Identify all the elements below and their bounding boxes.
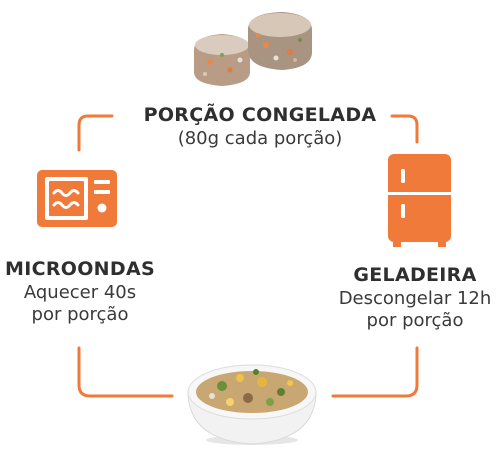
step-microwave: MICROONDAS Aquecer 40s por porção xyxy=(0,258,160,327)
microwave-icon xyxy=(37,170,117,227)
frozen-title: PORÇÃO CONGELADA xyxy=(143,104,377,126)
food-bowl-image xyxy=(187,364,317,445)
frozen-portions-image xyxy=(194,12,312,86)
connector-top-right xyxy=(390,114,419,144)
cycle-connectors xyxy=(77,114,419,398)
step-frozen-portion: PORÇÃO CONGELADA (80g cada porção) xyxy=(90,104,430,150)
microwave-detail-line2: por porção xyxy=(31,304,129,326)
step-fridge: GELADEIRA Descongelar 12h por porção xyxy=(330,264,500,333)
connector-top-left xyxy=(77,114,114,152)
fridge-title: GELADEIRA xyxy=(353,264,477,286)
connector-bottom-right xyxy=(331,346,419,398)
connector-bottom-left xyxy=(77,346,174,398)
microwave-title: MICROONDAS xyxy=(5,258,155,280)
fridge-icon xyxy=(388,154,451,247)
fridge-detail-line1: Descongelar 12h xyxy=(338,287,492,309)
frozen-detail: (80g cada porção) xyxy=(177,127,343,149)
microwave-detail-line1: Aquecer 40s xyxy=(23,281,137,303)
fridge-detail-line2: por porção xyxy=(366,310,464,332)
